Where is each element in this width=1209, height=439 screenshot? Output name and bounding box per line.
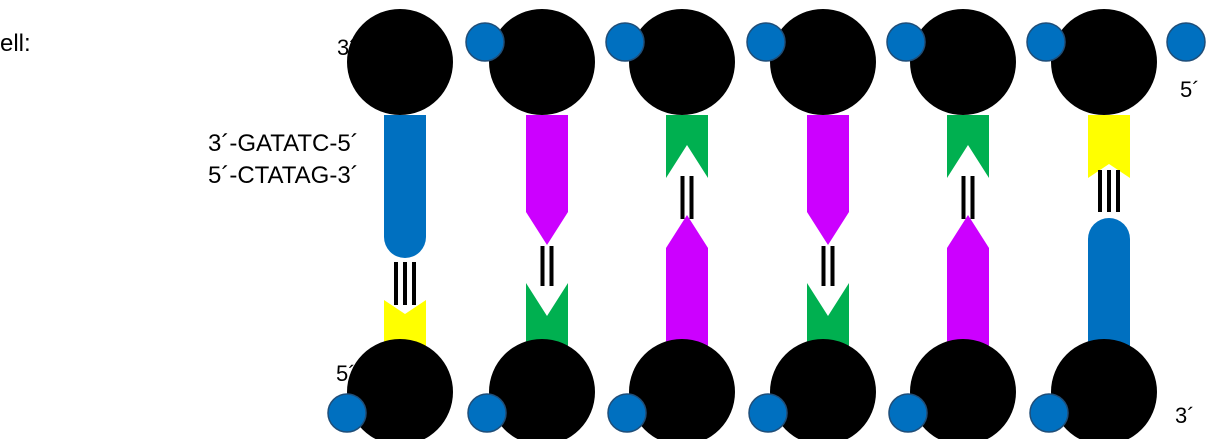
bottom-base-C-1 [384,300,426,346]
top-phosphate-4 [887,23,925,61]
bottom-phosphate-2 [468,394,506,432]
top-base-T-3 [666,115,708,178]
bottom-right-end-label: 3´ [1175,403,1195,428]
top-phosphate-5 [1027,23,1065,61]
bottom-base-G-6 [1088,218,1130,346]
top-base-A-4 [807,115,849,245]
bottom-phosphate-1 [328,394,366,432]
top-sugar-6 [1051,9,1157,115]
bottom-sugar-4 [770,339,876,439]
top-sugar-4 [770,9,876,115]
top-base-C-6 [1088,115,1130,178]
top-phosphate-3 [747,23,785,61]
top-base-G-1 [384,115,426,258]
bottom-base-A-5 [947,215,989,346]
top-phosphate-6 [1167,23,1205,61]
bottom-phosphate-5 [889,394,927,432]
top-sugar-5 [910,9,1016,115]
bottom-left-end-label: 5´ [336,361,356,386]
bottom-base-T-4 [807,283,849,346]
top-sugar-1 [347,9,453,115]
top-base-T-5 [947,115,989,178]
bottom-base-A-3 [666,215,708,346]
bottom-base-T-2 [526,283,568,346]
top-phosphate-2 [606,23,644,61]
top-sugar-2 [489,9,595,115]
base-pairs-layer [384,115,1130,346]
top-base-A-2 [526,115,568,245]
bottom-phosphate-3 [608,394,646,432]
top-sugar-3 [629,9,735,115]
backbone-layer [328,9,1205,439]
top-right-end-label: 5´ [1180,77,1200,102]
bottom-sugar-2 [489,339,595,439]
bottom-sugar-6 [1051,339,1157,439]
bottom-sugar-5 [910,339,1016,439]
bottom-phosphate-6 [1030,394,1068,432]
top-left-end-label: 3´ [337,35,357,60]
bottom-phosphate-4 [749,394,787,432]
bottom-sugar-3 [629,339,735,439]
top-phosphate-1 [466,23,504,61]
